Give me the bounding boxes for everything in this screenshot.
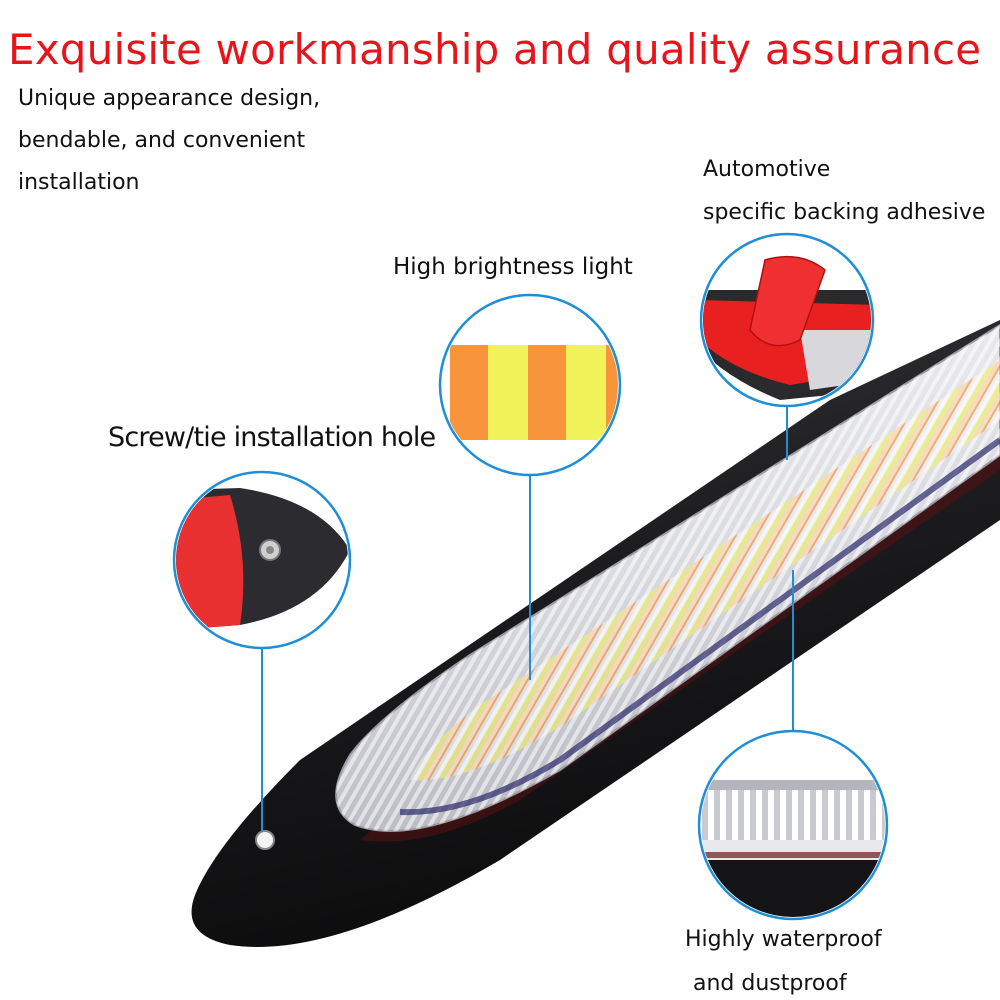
adhesive-label-line1: Automotive [703, 157, 831, 182]
callout-screw-hole [172, 470, 352, 650]
strip-blue-edge [399, 437, 1000, 816]
intro-text: Unique appearance design, bendable, and … [18, 78, 378, 204]
brightness-label: High brightness light [393, 254, 633, 280]
callout-waterproof [697, 729, 889, 921]
strip-ribs [336, 325, 1000, 831]
callout-adhesive [699, 232, 875, 408]
waterproof-label-line1: Highly waterproof [685, 927, 882, 952]
adhesive-label-line2: specific backing adhesive [703, 200, 986, 225]
mount-hole [255, 830, 275, 850]
waterproof-label-line2: and dustproof [693, 971, 847, 996]
intro-line: Unique appearance design, [18, 86, 321, 111]
leader-lines [261, 404, 794, 832]
headline: Exquisite workmanship and quality assura… [8, 25, 982, 74]
light-strip [191, 320, 1000, 947]
screw-hole-label: Screw/tie installation hole [108, 422, 436, 453]
intro-line: bendable, and convenient [18, 128, 306, 153]
callout-brightness [438, 293, 622, 477]
intro-line: installation [18, 170, 140, 195]
